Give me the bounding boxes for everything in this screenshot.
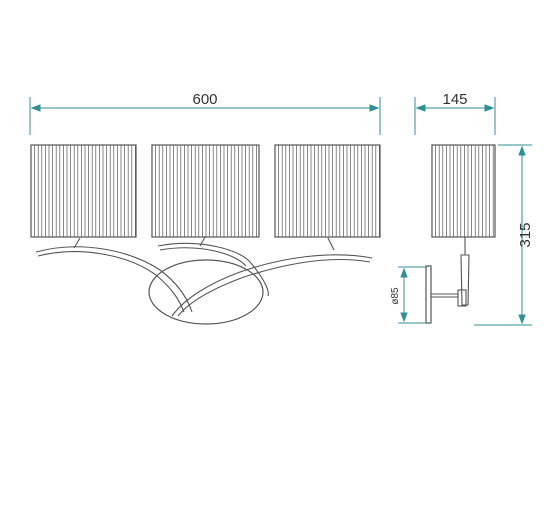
width-dimension	[29, 97, 381, 135]
backplate-diameter-label: ø85	[390, 287, 401, 305]
shade-right	[274, 144, 381, 238]
backplate-diameter-dimension	[398, 266, 426, 324]
height-dimension-label: 315	[517, 222, 534, 247]
height-dimension	[474, 144, 532, 326]
side-stem	[431, 237, 470, 307]
depth-dimension	[414, 97, 496, 135]
depth-dimension-label: 145	[442, 91, 467, 108]
shade-left	[30, 144, 137, 238]
width-dimension-label: 600	[192, 91, 217, 108]
front-arms	[35, 236, 373, 317]
side-shade	[431, 144, 496, 238]
side-backplate	[425, 265, 432, 324]
front-backplate	[148, 259, 264, 325]
shade-center	[151, 144, 260, 238]
